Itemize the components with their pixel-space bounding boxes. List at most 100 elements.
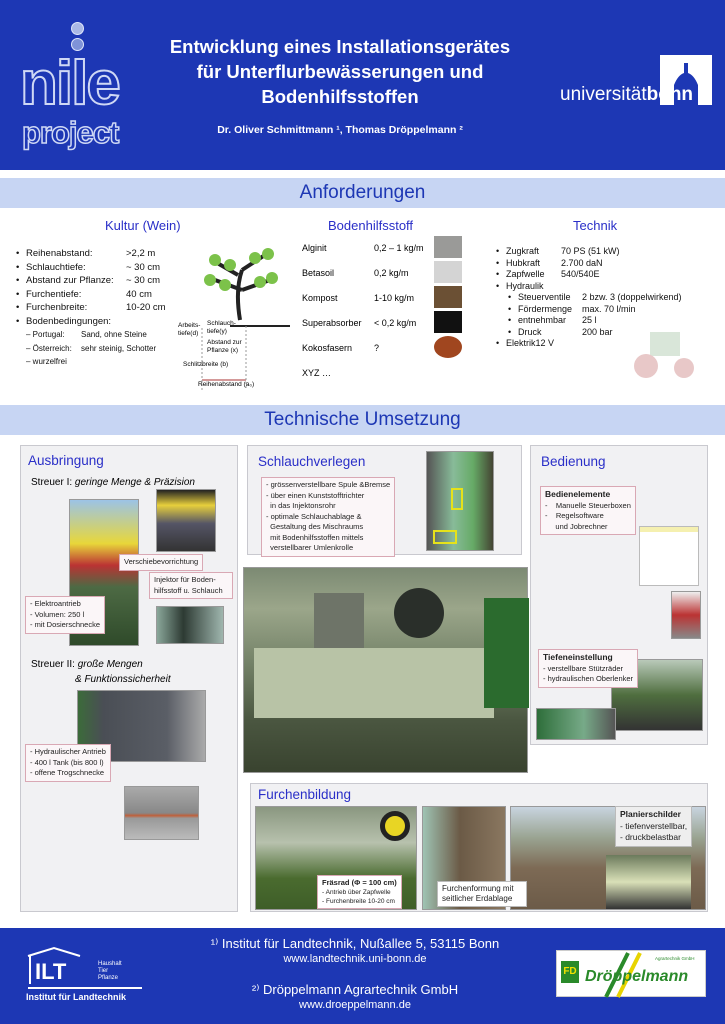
boden-sample-image — [434, 311, 462, 333]
boden-name: XYZ … — [302, 368, 332, 378]
ilt-sub-line: Haushalt — [98, 961, 122, 967]
uni-text-bold: bonn — [646, 84, 694, 105]
trogschnecke-photo — [124, 786, 199, 840]
kultur-item: • Abstand zur Pflanze: ~ 30 cm — [16, 274, 176, 288]
tractor-image — [634, 332, 694, 378]
kultur-label: Schlauchtiefe: — [26, 261, 86, 273]
bullet: • — [16, 275, 20, 286]
header: nile project Entwicklung eines Installat… — [0, 0, 725, 170]
note-line: - über einen Kunststofftrichter — [266, 490, 365, 500]
streuer1-notes: - Elektroantrieb - Volumen: 250 l - mit … — [25, 596, 106, 634]
bullet: • — [16, 302, 20, 313]
kultur-value: ~ 30 cm — [126, 275, 161, 286]
footer-url-2[interactable]: www.droeppelmann.de — [299, 999, 411, 1011]
note-line: - Manuelle Steuerboxen — [545, 500, 631, 510]
boden-sample-image — [434, 236, 462, 258]
ilt-name: Institut für Landtechnik — [26, 992, 126, 1002]
boden-name: Kompost — [302, 293, 338, 303]
bullet: • — [16, 248, 20, 259]
technik-label: Fördermenge — [518, 303, 573, 314]
furchenformung-label: Furchenformung mit seitlicher Erdablage — [437, 881, 527, 907]
photo-inset — [606, 855, 691, 909]
panel-schlauchverlegen: Schlauchverlegen - grössenverstellbare S… — [247, 445, 522, 557]
sub-label: – Portugal: — [26, 330, 65, 339]
technik-item: •Hydraulik — [496, 281, 721, 293]
bullet: • — [16, 315, 20, 327]
section-bar-umsetzung: Technische Umsetzung — [0, 405, 725, 435]
technik-label: Elektrik12 V — [506, 338, 555, 348]
streuer1-name: Streuer I: — [31, 477, 73, 488]
injektor-label: Injektor für Boden-hilfsstoff u. Schlauc… — [149, 572, 233, 599]
ilt-text: ILT — [35, 959, 67, 984]
technik-value: max. 70 l/min — [582, 303, 636, 314]
technik-label: Hubkraft — [506, 257, 541, 268]
highlight-box — [451, 488, 463, 510]
bullet: • — [508, 326, 512, 337]
bullet: • — [508, 315, 512, 325]
kultur-value: ~ 30 cm — [126, 261, 161, 273]
software-screenshot — [639, 526, 699, 586]
photo-detail — [394, 588, 444, 638]
bedienelemente-title: Bedienelemente — [545, 489, 611, 499]
fraesrad-box: Fräsrad (Φ = 100 cm) - Antrieb über Zapf… — [317, 875, 402, 909]
boden-sample-image — [434, 286, 462, 308]
tiefeneinstellung-title: Tiefeneinstellung — [543, 652, 613, 662]
note-line: - mit Dosierschnecke — [30, 620, 101, 629]
bedienelemente-box: Bedienelemente - Manuelle Steuerboxen - … — [540, 486, 636, 535]
technik-item: •Elektrik12 V — [496, 338, 721, 350]
bullet: • — [496, 246, 500, 256]
note-line: und Jobrechner — [545, 521, 608, 531]
poster-title: Entwicklung eines Installationsgerätes f… — [140, 34, 540, 109]
vine-diagram — [201, 248, 290, 390]
note-line: - Hydraulischer Antrieb — [30, 747, 106, 756]
boden-value: < 0,2 kg/m — [374, 318, 417, 328]
note-line: - Antrieb über Zapfwelle — [322, 889, 391, 896]
steuerbox-photo — [671, 591, 701, 639]
logo-dot — [71, 22, 84, 35]
panel-ausbringung: Ausbringung Streuer I: geringe Menge & P… — [20, 445, 238, 912]
sub-value: sehr steinig, Schotter — [81, 343, 157, 353]
streuer2-desc2: & Funktionssicherheit — [75, 674, 171, 685]
note-line: - druckbelastbar — [620, 832, 681, 842]
kultur-item: • Schlauchtiefe: ~ 30 cm — [16, 261, 176, 275]
ilt-sub: Haushalt Tier Pflanze — [98, 961, 122, 982]
boden-name: Betasoil — [302, 268, 335, 278]
bedienung-heading: Bedienung — [541, 454, 606, 469]
bullet: • — [496, 280, 500, 291]
streuer1-desc: geringe Menge & Präzision — [74, 477, 195, 488]
kultur-item: • Bodenbedingungen: — [16, 315, 176, 329]
kultur-label: Reihenabstand: — [26, 248, 93, 259]
highlight-box — [433, 530, 457, 544]
bullet: • — [16, 261, 20, 273]
ilt-logo: ILT Haushalt Tier Pflanze Institut für L… — [26, 944, 146, 1014]
photo-detail — [314, 593, 364, 648]
technik-label: Druck — [518, 326, 542, 337]
note-line: - hydraulischen Oberlenker — [543, 674, 634, 683]
kultur-item: •Reihenabstand:>2,2 m — [16, 247, 176, 261]
technik-value: 2.700 daN — [561, 257, 603, 268]
note-line: - verstellbare Stützräder — [543, 663, 624, 673]
kultur-subitem: – Portugal:Sand, ohne Steine — [16, 328, 176, 342]
ausbringung-heading: Ausbringung — [28, 453, 104, 468]
ilt-sub-line: Tier — [98, 968, 109, 974]
university-castle-logo — [660, 55, 712, 105]
kultur-label: Bodenbedingungen: — [26, 315, 112, 327]
sub-label: – wurzelfrei — [26, 357, 67, 366]
technik-heading: Technik — [573, 218, 618, 233]
schlauch-notes: - grössenverstellbare Spule &Bremse- übe… — [261, 477, 396, 557]
footer-url-1[interactable]: www.landtechnik.uni-bonn.de — [283, 953, 427, 965]
note-line: in das Injektonsrohr — [266, 501, 336, 510]
fraesrad-title: Fräsrad (Φ = 100 cm) — [322, 878, 397, 887]
panel-bedienung: Bedienung Bedienelemente - Manuelle Steu… — [530, 445, 708, 745]
footer-address-2: ²⁾ Dröppelmann Agrartechnik GmbH — [251, 982, 459, 997]
kultur-label: Abstand zur Pflanze: — [26, 275, 114, 286]
kultur-value: 40 cm — [126, 288, 152, 300]
droeppelmann-logo: FD Dröppelmann Agrartechnik GmbH — [556, 950, 706, 998]
note-line: - tiefenverstellbar, — [620, 820, 688, 831]
